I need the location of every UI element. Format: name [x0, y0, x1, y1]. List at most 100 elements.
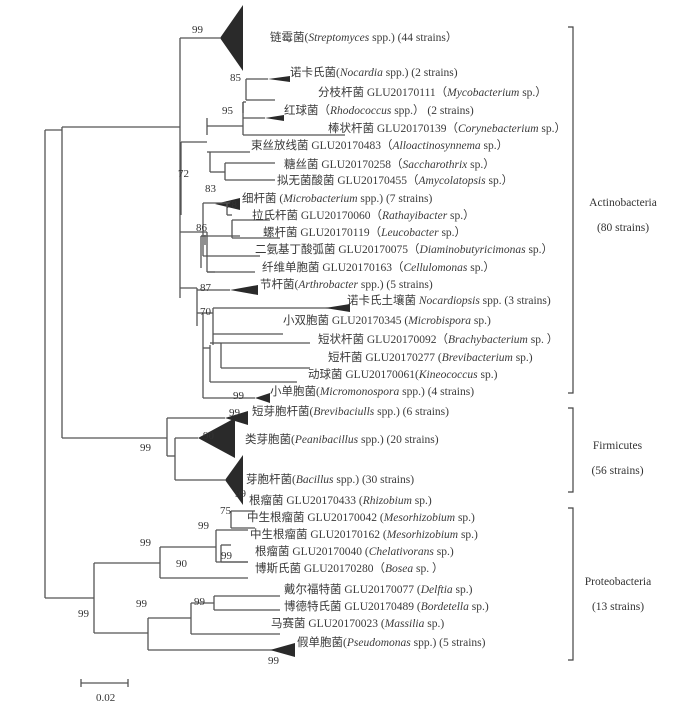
- leaf-genus: Rathayibacter: [382, 210, 448, 222]
- leaf-suffix: sp.）: [467, 262, 495, 274]
- leaf-genus: Chelativorans: [368, 546, 434, 558]
- leaf-chinese-name: 诺卡氏土壤菌: [347, 295, 419, 307]
- bootstrap-value: 75: [220, 505, 231, 517]
- leaf-label: 短状杆菌 GLU20170092（Brachybacterium sp. ）: [318, 333, 558, 347]
- bootstrap-value: 99: [194, 596, 205, 608]
- leaf-label: 中生根瘤菌 GLU20170042 (Mesorhizobium sp.): [247, 511, 475, 525]
- leaf-genus: Diaminobutyricimonas: [419, 244, 526, 256]
- group-count: (13 strains): [591, 601, 645, 613]
- leaf-chinese-name: 短杆菌 GLU20170277 (: [328, 352, 442, 364]
- leaf-suffix: spp.) (2 strains): [382, 67, 458, 79]
- leaf-suffix: sp.）: [447, 210, 475, 222]
- leaf-chinese-name: 螺杆菌 GLU20170119（: [263, 227, 382, 239]
- leaf-genus: Brachybacterium: [448, 334, 528, 346]
- leaf-label: 类芽胞菌(Peanibacillus spp.) (20 strains): [245, 433, 439, 447]
- leaf-suffix: spp.) (4 strains): [399, 386, 475, 398]
- leaf-genus: Brevibaciulls: [313, 406, 375, 418]
- leaf-label: 博斯氏菌 GLU20170280（Bosea sp. ）: [255, 562, 443, 576]
- leaf-chinese-name: 类芽胞菌(: [245, 434, 295, 446]
- leaf-genus: Nocardia: [339, 67, 383, 79]
- scale-bar-label: 0.02: [96, 692, 116, 704]
- leaf-chinese-name: 小双胞菌 GLU20170345 (: [283, 315, 409, 327]
- leaf-label: 拟无菌酸菌 GLU20170455（Amycolatopsis sp.）: [277, 174, 513, 188]
- group-count: (56 strains): [591, 465, 644, 477]
- bootstrap-value: 70: [200, 306, 211, 318]
- bootstrap-value: 99: [221, 550, 232, 562]
- leaf-suffix: sp.）: [438, 227, 467, 239]
- leaf-suffix: spp.) (5 strains): [410, 637, 486, 649]
- leaf-genus: Brevibacterium: [441, 352, 513, 364]
- leaf-suffix: sp.）: [467, 159, 495, 171]
- leaf-label: 戴尔福特菌 GLU20170077 (Delftia sp.): [284, 583, 472, 597]
- collapsed-clade-arthrobacter: [230, 285, 258, 295]
- leaf-chinese-name: 糖丝菌 GLU20170258（: [284, 159, 403, 171]
- leaf-chinese-name: 纤维单胞菌 GLU20170163（: [262, 262, 404, 274]
- leaf-genus: Cellulomonas: [403, 262, 468, 274]
- bootstrap-value: 87: [200, 282, 211, 294]
- collapsed-clade-rhodococcus: [265, 115, 284, 121]
- bootstrap-value: 99: [192, 24, 203, 36]
- leaf-chinese-name: 短状杆菌 GLU20170092（: [318, 334, 449, 346]
- bootstrap-value: 85: [230, 72, 241, 84]
- bootstrap-value: 90: [203, 430, 214, 442]
- group-label-firmicutes: Firmicutes (56 strains): [580, 439, 655, 489]
- leaf-label: 链霉菌(Streptomyces spp.) (44 strains）: [270, 31, 457, 45]
- bootstrap-value: 99: [235, 488, 246, 500]
- leaf-chinese-name: 拉氏杆菌 GLU20170060（: [252, 210, 383, 222]
- bootstrap-value: 99: [136, 598, 147, 610]
- collapsed-clade-streptomyces: [220, 5, 243, 71]
- leaf-label: 假单胞菌(Pseudomonas spp.) (5 strains): [297, 636, 485, 650]
- leaf-label: 纤维单胞菌 GLU20170163（Cellulomonas sp.）: [262, 261, 495, 275]
- leaf-chinese-name: 博德特氏菌 GLU20170489 (: [284, 601, 421, 613]
- group-label-actinobacteria: Actinobacteria (80 strains): [578, 196, 668, 246]
- leaf-suffix: sp.): [411, 495, 432, 507]
- leaf-label: 二氨基丁酸弧菌 GLU20170075（Diaminobutyricimonas…: [255, 243, 553, 257]
- leaf-suffix: sp.）: [525, 244, 554, 256]
- leaf-label: 根瘤菌 GLU20170040 (Chelativorans sp.): [255, 545, 454, 559]
- collapsed-clade-paenibacillus: [198, 418, 235, 458]
- leaf-genus: Pseudomonas: [346, 637, 411, 649]
- leaf-label: 根瘤菌 GLU20170433 (Rhizobium sp.): [249, 494, 432, 508]
- bootstrap-value: 86: [196, 222, 207, 234]
- collapsed-clade-pseudomonas: [270, 643, 295, 657]
- bootstrap-value: 99: [198, 520, 209, 532]
- leaf-chinese-name: 拟无菌酸菌 GLU20170455（: [277, 175, 419, 187]
- leaf-chinese-name: 诺卡氏菌(: [290, 67, 340, 79]
- leaf-genus: Bosea: [385, 563, 414, 575]
- leaf-genus: Delftia: [420, 584, 453, 596]
- leaf-chinese-name: 假单胞菌(: [297, 637, 347, 649]
- leaf-suffix: spp.) (30 strains): [333, 474, 415, 486]
- leaf-suffix: sp.): [477, 369, 498, 381]
- group-name: Actinobacteria: [589, 197, 657, 209]
- leaf-suffix: sp.）: [480, 140, 509, 152]
- bootstrap-value: 99: [229, 407, 240, 419]
- leaf-chinese-name: 小单胞菌(: [270, 386, 320, 398]
- leaf-suffix: sp.）: [485, 175, 514, 187]
- leaf-label: 短杆菌 GLU20170277 (Brevibacterium sp.): [328, 351, 533, 365]
- leaf-genus: Alloactinosynnema: [392, 140, 481, 152]
- leaf-genus: Peanibacillus: [294, 434, 359, 446]
- leaf-chinese-name: 链霉菌(: [270, 32, 309, 44]
- leaf-genus: Bacillus: [295, 474, 334, 486]
- leaf-chinese-name: 根瘤菌 GLU20170040 (: [255, 546, 369, 558]
- leaf-suffix: spp.) (6 strains): [374, 406, 449, 418]
- leaf-genus: Arthrobacter: [298, 279, 358, 291]
- leaf-suffix: sp.): [455, 512, 475, 524]
- leaf-suffix: spp.） (2 strains): [391, 105, 474, 117]
- bootstrap-value: 90: [176, 558, 187, 570]
- bracket-actinobacteria: [568, 26, 574, 394]
- group-label-proteobacteria: Proteobacteria (13 strains): [578, 575, 658, 625]
- leaf-label: 动球菌 GLU20170061(Kineococcus sp.): [308, 368, 497, 382]
- leaf-suffix: sp. ）: [527, 334, 559, 346]
- leaf-genus: Microbispora: [408, 315, 472, 327]
- leaf-genus: Streptomyces: [308, 32, 370, 44]
- bracket-firmicutes: [568, 407, 574, 493]
- leaf-chinese-name: 短芽胞杆菌(: [252, 406, 314, 418]
- leaf-suffix: sp.）: [538, 123, 566, 135]
- leaf-suffix: spp.) (7 strains): [357, 193, 433, 205]
- leaf-genus: Saccharothrix: [402, 159, 468, 171]
- leaf-chinese-name: 节杆菌(: [260, 279, 299, 291]
- leaf-chinese-name: 博斯氏菌 GLU20170280（: [255, 563, 386, 575]
- bootstrap-value: 83: [205, 183, 216, 195]
